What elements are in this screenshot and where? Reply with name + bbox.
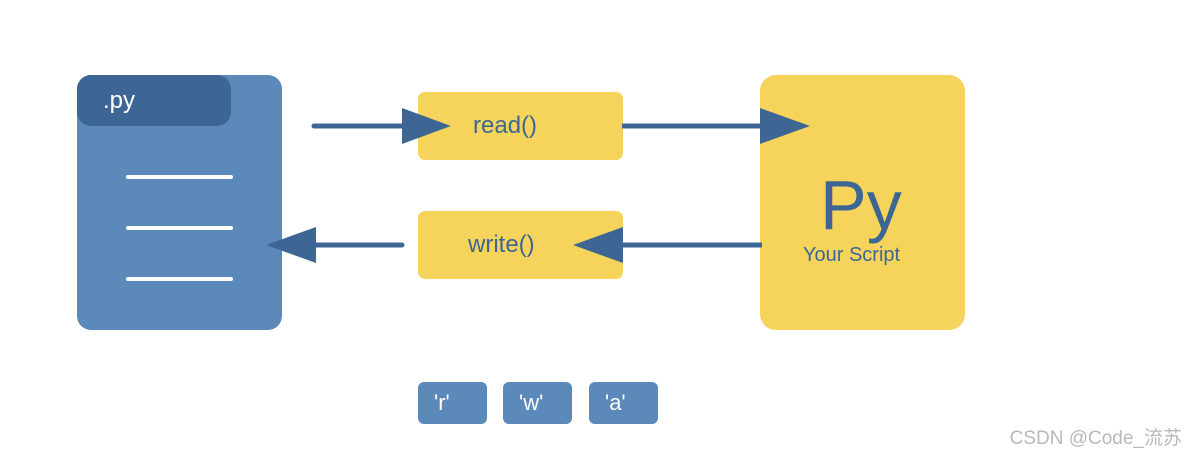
mode-read-button[interactable]: 'r': [418, 382, 487, 424]
python-logo-text: Py: [820, 166, 902, 244]
arrow-script-to-write: [573, 227, 762, 263]
file-content-line: [126, 175, 233, 179]
watermark: CSDN @Code_流苏: [1009, 428, 1182, 449]
write-function-box: write(): [418, 211, 623, 279]
py-file-icon: .py: [77, 75, 282, 330]
script-subtitle: Your Script: [803, 244, 901, 266]
file-extension-tab: .py: [77, 75, 231, 126]
arrow-read-to-script: [622, 108, 810, 144]
arrow-file-to-read: [311, 108, 451, 144]
python-script-box: Py Your Script: [760, 75, 965, 330]
mode-append-button[interactable]: 'a': [589, 382, 658, 424]
read-function-box: read(): [418, 92, 623, 160]
file-content-line: [126, 277, 233, 281]
file-content-line: [126, 226, 233, 230]
mode-write-button[interactable]: 'w': [503, 382, 572, 424]
arrow-write-to-file: [266, 227, 405, 263]
